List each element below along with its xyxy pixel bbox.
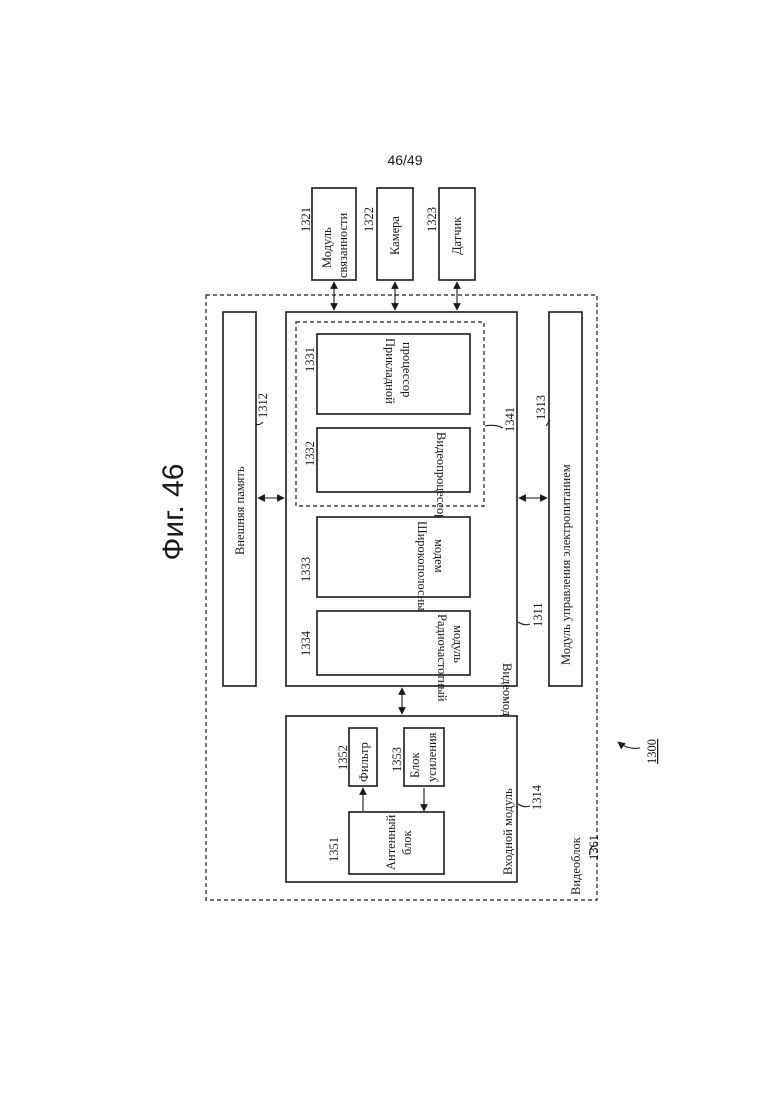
- external-memory-ref: 1312: [256, 393, 270, 418]
- power-module-label: Модуль управления электропитанием: [559, 464, 573, 665]
- camera-ref: 1322: [362, 207, 376, 232]
- processor-group-ref: 1341: [503, 407, 517, 432]
- antenna-ref: 1351: [327, 837, 341, 862]
- front-end-module-leader: [518, 804, 530, 807]
- rf-module-line2: модуль: [451, 625, 465, 663]
- antenna-line2: блок: [400, 829, 414, 855]
- app-processor-line1: Прикладной: [383, 338, 397, 404]
- comm-module-ref: 1321: [299, 207, 313, 232]
- rf-module-ref: 1334: [299, 630, 313, 656]
- figure-title: Фиг. 46: [157, 464, 190, 561]
- video-module-ref: 1311: [531, 602, 545, 627]
- sensor-label: Датчик: [450, 216, 464, 255]
- camera-label: Камера: [388, 216, 402, 255]
- page-number: 46/49: [387, 152, 422, 168]
- front-end-module-label: Входной модуль: [501, 788, 515, 875]
- filter-label: Фильтр: [357, 742, 371, 782]
- sensor-ref: 1323: [425, 207, 439, 232]
- amplifier-line2: усиления: [425, 732, 439, 782]
- app-processor-ref: 1331: [303, 347, 317, 372]
- comm-module-line2: связанности: [336, 213, 350, 278]
- broadband-modem-block: [317, 517, 470, 597]
- power-module-ref: 1313: [534, 395, 548, 420]
- external-memory-leader: [256, 422, 263, 425]
- app-processor-line2: процессор: [400, 342, 414, 397]
- video-processor-ref: 1332: [303, 441, 317, 466]
- front-end-module-ref: 1314: [530, 784, 544, 810]
- broadband-modem-ref: 1333: [299, 557, 313, 582]
- video-processor-label: Видеопроцессор: [434, 432, 448, 521]
- broadband-modem-line2: модем: [432, 539, 446, 573]
- rf-module-line1: Радиочастотный: [435, 614, 449, 702]
- amplifier-ref: 1353: [390, 747, 404, 772]
- system-ref-arrow: [618, 742, 640, 748]
- external-memory-label: Внешняя память: [233, 466, 247, 555]
- system-ref: 1300: [645, 739, 659, 764]
- comm-module-line1: Модуль: [320, 227, 334, 268]
- filter-ref: 1352: [336, 745, 350, 770]
- antenna-line1: Антенный: [384, 814, 398, 870]
- video-unit-ref: 1361: [587, 835, 601, 860]
- broadband-modem-line1: Широкополосный: [415, 521, 429, 618]
- video-unit-label: Видеоблок: [569, 836, 583, 895]
- video-module-leader: [518, 622, 530, 625]
- amplifier-line1: Блок: [408, 751, 422, 778]
